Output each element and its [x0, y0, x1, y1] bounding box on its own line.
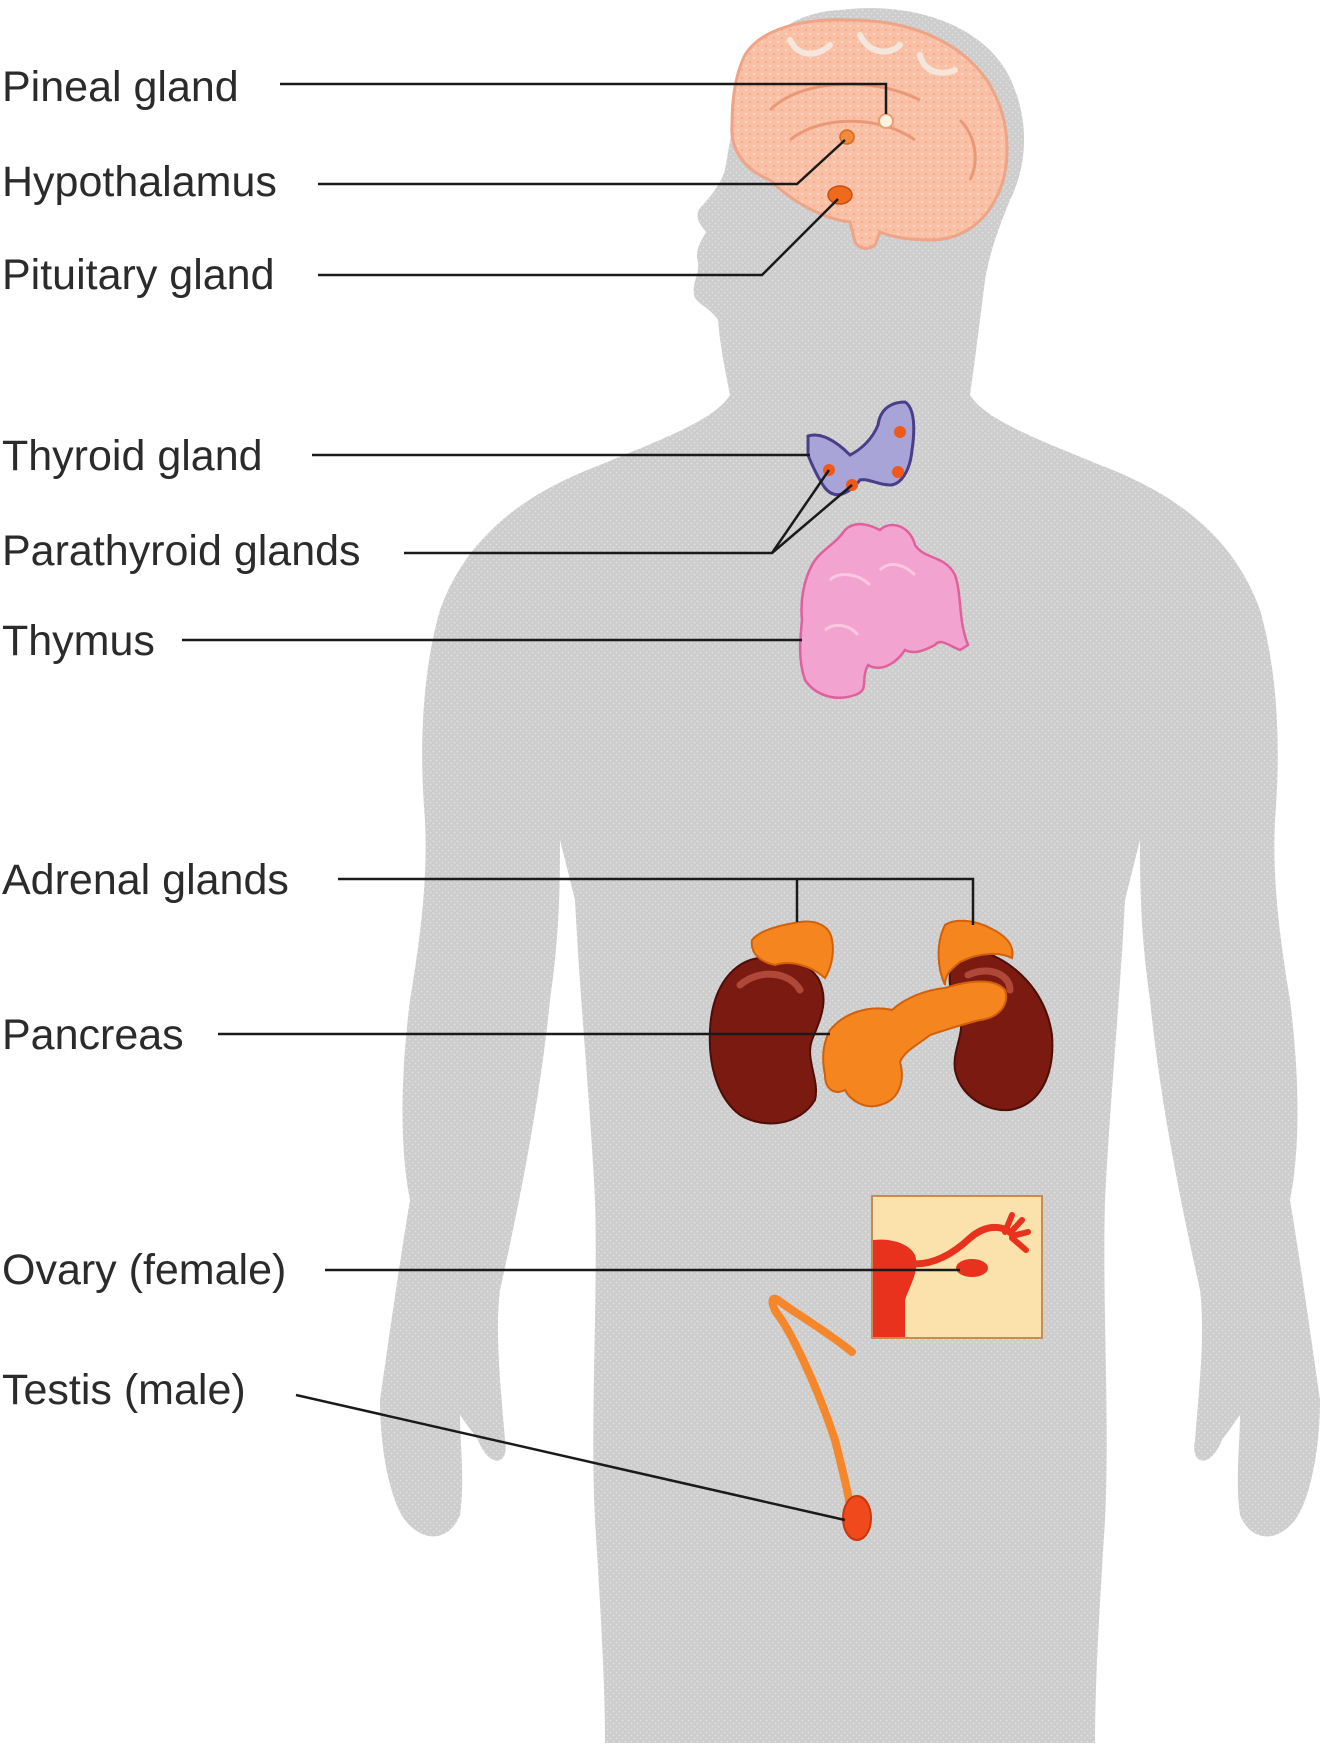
- label-pituitary-gland: Pituitary gland: [2, 254, 275, 297]
- label-thyroid-gland: Thyroid gland: [2, 435, 263, 478]
- testis: [843, 1496, 871, 1540]
- parathyroid-gland: [892, 466, 904, 478]
- kidney-left: [710, 957, 824, 1123]
- label-thymus: Thymus: [2, 620, 155, 663]
- label-testis: Testis (male): [2, 1369, 246, 1412]
- label-adrenal-glands: Adrenal glands: [2, 859, 289, 902]
- body-silhouette: [380, 8, 1320, 1743]
- pituitary-gland: [828, 186, 852, 204]
- label-ovary: Ovary (female): [2, 1249, 286, 1292]
- label-pancreas: Pancreas: [2, 1014, 184, 1057]
- label-parathyroid-glands: Parathyroid glands: [2, 530, 361, 573]
- label-pineal-gland: Pineal gland: [2, 66, 239, 109]
- parathyroid-gland: [894, 426, 906, 438]
- ovary-inset: [872, 1196, 1042, 1338]
- pineal-gland: [879, 114, 893, 128]
- label-hypothalamus: Hypothalamus: [2, 161, 277, 204]
- ovary: [956, 1259, 988, 1277]
